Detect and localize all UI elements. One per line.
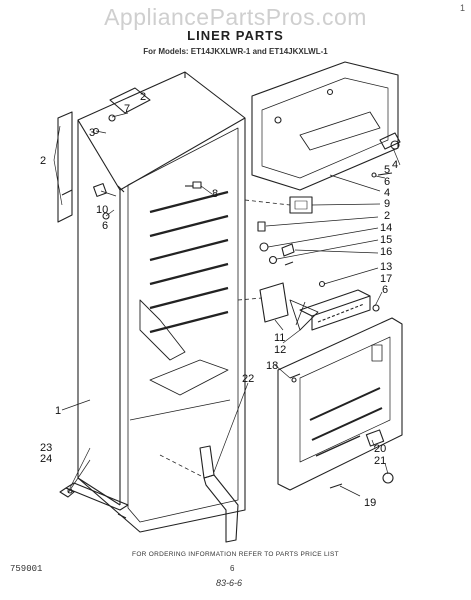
callout-6-mid: 6: [382, 284, 388, 296]
callout-6-right: 6: [384, 176, 390, 188]
callout-labels: 2 7 3 2 10 6 8 4 5 6 4 9 2 14 15 16 13 1…: [40, 91, 398, 509]
callout-24: 24: [40, 453, 52, 465]
page-number: 6: [230, 564, 235, 573]
callout-9: 9: [384, 198, 390, 210]
callout-16: 16: [380, 246, 392, 258]
document-number: 759001: [10, 564, 43, 574]
lower-panel: [277, 317, 403, 491]
drain-trough: [199, 445, 239, 543]
callout-21: 21: [374, 455, 386, 467]
callout-23: 23: [40, 442, 52, 454]
watermark: AppliancePartsPros.com: [104, 4, 367, 30]
corner-mark: 1: [459, 3, 465, 13]
callout-4: 4: [384, 187, 390, 199]
callout-19: 19: [364, 497, 376, 509]
callout-17: 17: [380, 273, 392, 285]
part-9: [289, 196, 313, 214]
callout-18: 18: [266, 360, 278, 372]
callout-6-left: 6: [102, 220, 108, 232]
callout-4-upper: 4: [392, 159, 398, 171]
diagram-subtitle: For Models: ET14JKXLWR-1 and ET14JKXLWL-…: [143, 47, 328, 56]
callout-11: 11: [274, 332, 285, 344]
callout-2-upper: 2: [140, 91, 146, 103]
callout-2-left: 2: [40, 155, 46, 167]
callout-7: 7: [124, 103, 130, 115]
callout-14: 14: [380, 222, 392, 234]
callout-10: 10: [96, 204, 108, 216]
callout-3: 3: [89, 127, 95, 139]
callout-13: 13: [380, 261, 392, 273]
upper-panel: [251, 61, 401, 191]
ordering-note: FOR ORDERING INFORMATION REFER TO PARTS …: [132, 551, 339, 558]
callout-8: 8: [212, 188, 218, 200]
callout-22: 22: [242, 373, 254, 385]
callout-2-right: 2: [384, 210, 390, 222]
callout-5: 5: [384, 164, 390, 176]
liner-cabinet: [57, 71, 246, 533]
callout-20: 20: [374, 443, 386, 455]
date-code: 83-6-6: [216, 578, 243, 588]
callout-1: 1: [55, 405, 61, 417]
diagram-title: LINER PARTS: [187, 28, 284, 43]
callout-12: 12: [274, 344, 286, 356]
callout-15: 15: [380, 234, 392, 246]
control-assembly: [259, 282, 380, 331]
